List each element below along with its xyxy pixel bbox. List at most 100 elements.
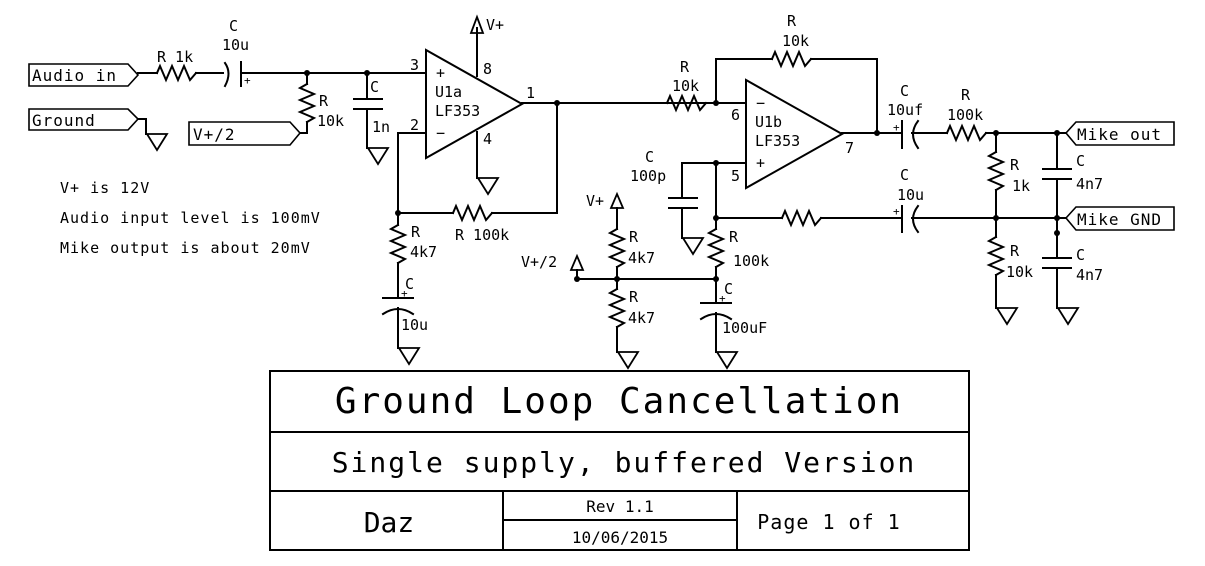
u1a-feedback <box>381 102 558 365</box>
svg-text:10uf: 10uf <box>887 101 923 119</box>
svg-text:100p: 100p <box>630 167 666 185</box>
svg-text:+: + <box>244 74 251 87</box>
title-block-revision: Rev 1.1 <box>586 497 653 516</box>
u1a-part: LF353 <box>435 102 480 120</box>
svg-text:100k: 100k <box>947 106 983 124</box>
svg-text:2: 2 <box>410 116 419 134</box>
port-mike-gnd-label: Mike GND <box>1077 210 1162 229</box>
resistor-r-div-top <box>607 227 627 269</box>
svg-text:1k: 1k <box>1012 177 1030 195</box>
port-vhalf-in: V+/2 <box>188 121 302 146</box>
svg-text:C: C <box>1076 246 1085 264</box>
svg-text:+: + <box>436 64 445 82</box>
port-ground-label: Ground <box>32 111 96 130</box>
port-mike-out-label: Mike out <box>1077 125 1162 144</box>
c-in-ref: C <box>229 17 238 35</box>
u1a-ref: U1a <box>435 83 462 101</box>
svg-text:C: C <box>724 280 733 298</box>
u1b-part: LF353 <box>755 132 800 150</box>
svg-text:+: + <box>401 287 408 300</box>
note-mike-level: Mike output is about 20mV <box>60 239 311 257</box>
resistor-r-100k-h <box>780 208 823 228</box>
note-audio-level: Audio input level is 100mV <box>60 209 321 227</box>
resistor-r-u1b-in <box>665 93 708 113</box>
c-in-value: 10u <box>222 36 249 54</box>
resistor-r-div-bot <box>607 287 627 329</box>
svg-text:C: C <box>405 275 414 293</box>
title-block-title: Ground Loop Cancellation <box>335 381 903 422</box>
resistor-r-bias <box>297 82 317 124</box>
c-filt-value: 1n <box>372 118 390 136</box>
output-network <box>715 119 1079 325</box>
svg-text:−: − <box>756 94 765 112</box>
c-filt-ref: C <box>370 78 379 96</box>
svg-text:C: C <box>645 148 654 166</box>
svg-text:R: R <box>961 86 971 104</box>
title-block-author: Daz <box>364 506 415 539</box>
svg-text:4k7: 4k7 <box>410 243 437 261</box>
svg-text:7: 7 <box>845 139 854 157</box>
svg-text:4n7: 4n7 <box>1076 175 1103 193</box>
svg-text:8: 8 <box>483 60 492 78</box>
svg-text:R: R <box>1010 242 1020 260</box>
svg-text:4n7: 4n7 <box>1076 266 1103 284</box>
resistor-r-10k-g <box>986 235 1006 277</box>
r-in-label: R 1k <box>157 48 193 66</box>
ground-symbol <box>146 133 168 151</box>
svg-text:V+: V+ <box>586 192 604 210</box>
svg-text:R: R <box>680 58 690 76</box>
svg-text:C: C <box>1076 152 1085 170</box>
title-block-page: Page 1 of 1 <box>757 510 900 534</box>
resistor-r-u1b-fb <box>770 49 813 69</box>
svg-text:+: + <box>893 121 900 134</box>
u1b-input <box>665 49 878 255</box>
svg-text:1: 1 <box>526 84 535 102</box>
svg-text:R: R <box>411 223 421 241</box>
vplus-arrow <box>469 14 485 34</box>
resistor-r-in <box>155 63 198 83</box>
svg-text:R: R <box>787 12 797 30</box>
svg-text:4: 4 <box>483 130 492 148</box>
u1a-vplus-label: V+ <box>486 16 504 34</box>
svg-text:4k7: 4k7 <box>628 309 655 327</box>
u1b-ref: U1b <box>755 113 782 131</box>
svg-text:10u: 10u <box>897 186 924 204</box>
title-block-date: 10/06/2015 <box>572 528 668 547</box>
resistor-r-gain <box>388 223 408 265</box>
svg-text:10k: 10k <box>1006 263 1033 281</box>
opamp-u1b <box>745 78 899 190</box>
svg-text:10k: 10k <box>672 77 699 95</box>
resistor-r-100k-b <box>706 227 726 269</box>
resistor-r-out <box>945 123 988 143</box>
title-block-subtitle: Single supply, buffered Version <box>332 446 917 479</box>
svg-text:R: R <box>729 228 739 246</box>
resistor-r-fb1 <box>451 203 494 223</box>
port-audio-in-label: Audio in <box>32 66 117 85</box>
title-block <box>269 370 970 551</box>
svg-text:100k: 100k <box>733 252 769 270</box>
svg-text:4k7: 4k7 <box>628 249 655 267</box>
svg-text:10u: 10u <box>401 316 428 334</box>
svg-text:−: − <box>436 124 445 142</box>
svg-text:+: + <box>756 154 765 172</box>
port-vhalf-in-label: V+/2 <box>193 125 236 144</box>
r-bias-ref: R <box>319 92 329 110</box>
divider <box>569 191 738 369</box>
r-fb1-label: R 100k <box>455 226 509 244</box>
svg-text:R: R <box>1010 156 1020 174</box>
svg-text:+: + <box>893 205 900 218</box>
svg-text:R: R <box>629 228 639 246</box>
svg-text:R: R <box>629 288 639 306</box>
port-mike-out: Mike out <box>1064 121 1175 146</box>
svg-text:V+/2: V+/2 <box>521 253 557 271</box>
svg-text:C: C <box>900 166 909 184</box>
port-audio-in: Audio in <box>28 63 140 87</box>
note-vplus: V+ is 12V <box>60 179 150 197</box>
input-wires <box>137 61 427 165</box>
svg-text:+: + <box>719 292 726 305</box>
svg-text:C: C <box>900 82 909 100</box>
r-bias-value: 10k <box>317 112 344 130</box>
svg-text:3: 3 <box>410 56 419 74</box>
opamp-u1a <box>397 14 716 214</box>
